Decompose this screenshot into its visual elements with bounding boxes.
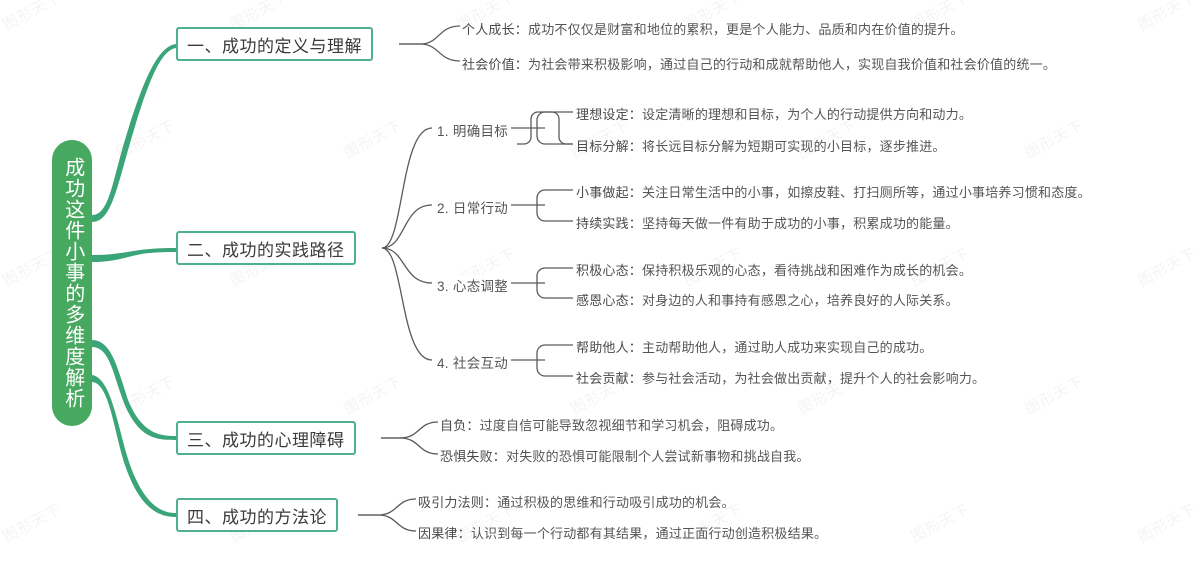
- watermark-text: 图形天下: [0, 0, 65, 35]
- watermark-text: 图形天下: [112, 370, 179, 419]
- subnode-2-2[interactable]: 2. 日常行动: [434, 197, 512, 217]
- root-branch-connectors: [92, 44, 176, 517]
- watermark-text: 图形天下: [1134, 0, 1200, 35]
- leaf-1-2[interactable]: 社会价值：为社会带来积极影响，通过自己的行动和成就帮助他人，实现自我价值和社会价…: [462, 54, 1056, 73]
- branch1-leaf-wires: [399, 25, 461, 62]
- branch3-leaf-wires: [381, 421, 439, 455]
- subnode4-leaf-wires: [508, 344, 573, 377]
- leaf-2-2-2[interactable]: 持续实践：坚持每天做一件有助于成功的小事，积累成功的能量。: [576, 213, 959, 232]
- leaf-2-2-1-key: 小事做起：: [576, 185, 643, 200]
- leaf-1-2-key: 社会价值：: [462, 57, 529, 72]
- watermark-text: 图形天下: [112, 114, 179, 163]
- branch-node-4[interactable]: 四、成功的方法论: [176, 498, 338, 532]
- leaf-3-2-text: 对失败的恐惧可能限制个人尝试新事物和挑战自我。: [506, 449, 810, 464]
- subnode-2-3-label: 3. 心态调整: [437, 279, 509, 294]
- leaf-4-2[interactable]: 因果律：认识到每一个行动都有其结果，通过正面行动创造积极结果。: [418, 523, 827, 542]
- leaf-2-2-1[interactable]: 小事做起：关注日常生活中的小事，如擦皮鞋、打扫厕所等，通过小事培养习惯和态度。: [576, 182, 1091, 201]
- leaf-2-1-2[interactable]: 目标分解：将长远目标分解为短期可实现的小目标，逐步推进。: [576, 136, 946, 155]
- watermark-text: 图形天下: [907, 498, 973, 547]
- subnode1-leaf-wires: [508, 111, 573, 145]
- leaf-3-2[interactable]: 恐惧失败：对失败的恐惧可能限制个人尝试新事物和挑战自我。: [440, 446, 810, 465]
- subnode-2-4[interactable]: 4. 社会互动: [434, 352, 512, 372]
- subnode-2-4-label: 4. 社会互动: [437, 356, 509, 371]
- leaf-4-2-text: 认识到每一个行动都有其结果，通过正面行动创造积极结果。: [470, 526, 828, 541]
- watermark-text: 图形天下: [1134, 498, 1200, 547]
- leaf-2-4-2[interactable]: 社会贡献：参与社会活动，为社会做出贡献，提升个人的社会影响力。: [576, 368, 985, 387]
- branch-node-2-label: 二、成功的实践路径: [187, 240, 345, 260]
- subnode3-leaf-wires: [508, 267, 573, 299]
- leaf-2-3-2-text: 对身边的人和事持有感恩之心，培养良好的人际关系。: [642, 293, 959, 308]
- leaf-1-2-text: 为社会带来积极影响，通过自己的行动和成就帮助他人，实现自我价值和社会价值的统一。: [528, 57, 1057, 72]
- leaf-2-1-1-text: 设定清晰的理想和目标，为个人的行动提供方向和动力。: [642, 107, 973, 122]
- leaf-2-4-2-text: 参与社会活动，为社会做出贡献，提升个人的社会影响力。: [642, 371, 986, 386]
- leaf-2-3-2[interactable]: 感恩心态：对身边的人和事持有感恩之心，培养良好的人际关系。: [576, 290, 959, 309]
- leaf-2-1-1[interactable]: 理想设定：设定清晰的理想和目标，为个人的行动提供方向和动力。: [576, 104, 972, 123]
- leaf-4-1-text: 通过积极的思维和行动吸引成功的机会。: [497, 495, 735, 510]
- branch4-leaf-wires: [358, 498, 417, 532]
- watermark-text: 图形天下: [1134, 242, 1200, 291]
- leaf-2-1-2-key: 目标分解：: [576, 139, 643, 154]
- leaf-3-1-key: 自负：: [440, 418, 480, 433]
- branch-node-4-label: 四、成功的方法论: [187, 507, 327, 527]
- root-node[interactable]: 成功这件小事的多维度解析: [52, 140, 92, 426]
- branch-node-1[interactable]: 一、成功的定义与理解: [176, 27, 373, 61]
- watermark-text: 图形天下: [339, 114, 406, 163]
- subnode-2-1-label: 1. 明确目标: [437, 124, 509, 139]
- branch-node-3[interactable]: 三、成功的心理障碍: [176, 421, 356, 455]
- leaf-2-4-2-key: 社会贡献：: [576, 371, 643, 386]
- subnode-2-3[interactable]: 3. 心态调整: [434, 275, 512, 295]
- leaf-2-3-1-text: 保持积极乐观的心态，看待挑战和困难作为成长的机会。: [642, 263, 973, 278]
- subnode2-leaf-wires: [508, 189, 573, 222]
- leaf-2-3-1[interactable]: 积极心态：保持积极乐观的心态，看待挑战和困难作为成长的机会。: [576, 260, 972, 279]
- leaf-2-2-2-key: 持续实践：: [576, 216, 643, 231]
- watermark-text: 图形天下: [1020, 114, 1087, 163]
- leaf-2-2-1-text: 关注日常生活中的小事，如擦皮鞋、打扫厕所等，通过小事培养习惯和态度。: [642, 185, 1091, 200]
- leaf-3-2-key: 恐惧失败：: [440, 449, 507, 464]
- leaf-1-1-text: 成功不仅仅是财富和地位的累积，更是个人能力、品质和内在价值的提升。: [528, 22, 964, 37]
- leaf-2-3-2-key: 感恩心态：: [576, 293, 643, 308]
- watermark-text: 图形天下: [0, 498, 65, 547]
- leaf-2-1-1-key: 理想设定：: [576, 107, 643, 122]
- leaf-1-1[interactable]: 个人成长：成功不仅仅是财富和地位的累积，更是个人能力、品质和内在价值的提升。: [462, 19, 964, 38]
- leaf-4-1-key: 吸引力法则：: [418, 495, 498, 510]
- leaf-3-1-text: 过度自信可能导致忽视细节和学习机会，阻碍成功。: [479, 418, 784, 433]
- subnode-2-1[interactable]: 1. 明确目标: [434, 120, 512, 140]
- branch-node-1-label: 一、成功的定义与理解: [187, 36, 362, 56]
- branch-node-3-label: 三、成功的心理障碍: [187, 430, 345, 450]
- subnode-2-2-label: 2. 日常行动: [437, 201, 509, 216]
- leaf-1-1-key: 个人成长：: [462, 22, 529, 37]
- watermark-text: 图形天下: [339, 370, 406, 419]
- leaf-2-3-1-key: 积极心态：: [576, 263, 643, 278]
- watermark-text: 图形天下: [1020, 370, 1087, 419]
- leaf-2-1-2-text: 将长远目标分解为短期可实现的小目标，逐步推进。: [642, 139, 946, 154]
- branch-node-2[interactable]: 二、成功的实践路径: [176, 231, 356, 265]
- leaf-2-2-2-text: 坚持每天做一件有助于成功的小事，积累成功的能量。: [642, 216, 959, 231]
- leaf-3-1[interactable]: 自负：过度自信可能导致忽视细节和学习机会，阻碍成功。: [440, 415, 783, 434]
- leaf-4-2-key: 因果律：: [418, 526, 471, 541]
- leaf-2-4-1[interactable]: 帮助他人：主动帮助他人，通过助人成功来实现自己的成功。: [576, 337, 932, 356]
- leaf-2-4-1-key: 帮助他人：: [576, 340, 643, 355]
- root-node-label: 成功这件小事的多维度解析: [61, 157, 84, 409]
- branch2-subnode-wires: [381, 127, 433, 361]
- leaf-2-4-1-text: 主动帮助他人，通过助人成功来实现自己的成功。: [642, 340, 933, 355]
- leaf-4-1[interactable]: 吸引力法则：通过积极的思维和行动吸引成功的机会。: [418, 492, 735, 511]
